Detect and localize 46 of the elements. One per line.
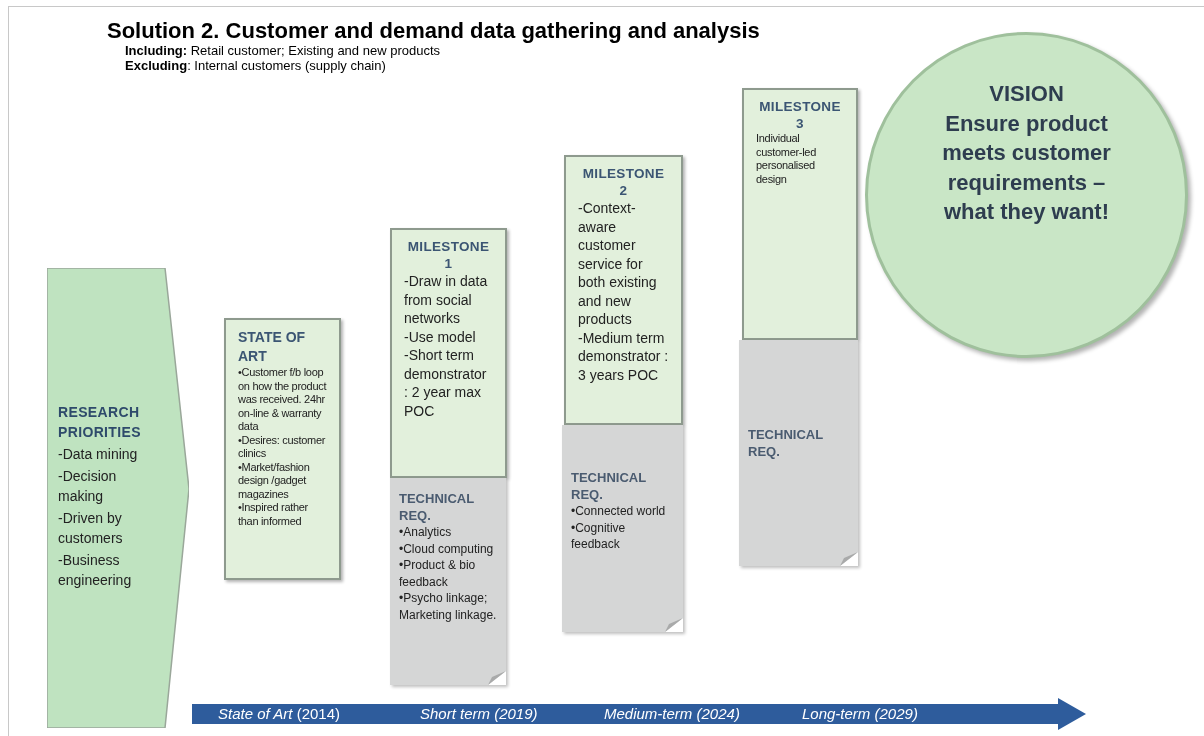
bullet-text: •Desires: customer clinics bbox=[238, 433, 327, 461]
bullet-text: -Context-aware customer service for both existing and new products bbox=[578, 199, 658, 329]
vision-text: Ensure product meets customer requirements – what they want! bbox=[941, 109, 1112, 226]
requirements-note bbox=[739, 340, 858, 566]
bullet-text: -Use model bbox=[404, 327, 477, 346]
timeline-label: Long-term (2029) bbox=[802, 705, 918, 723]
bullet-text: •Cognitive feedback bbox=[571, 519, 627, 553]
box-heading: STATE OF ART bbox=[238, 328, 307, 366]
bullet-text: -Business engineering bbox=[58, 551, 133, 590]
box-heading: TECHNICAL REQ. bbox=[748, 426, 824, 460]
bullet-text: •Psycho linkage; Marketing linkage. bbox=[399, 590, 497, 623]
bullet-text: -Medium term demonstrator : 3 years POC bbox=[578, 328, 669, 384]
box-heading: VISION bbox=[988, 80, 1065, 108]
bullet-text: Individual customer-led personalised design bbox=[756, 132, 817, 186]
note-text: Excluding: Internal customers (supply chain) bbox=[125, 58, 387, 73]
box-heading: TECHNICAL REQ. bbox=[399, 490, 475, 524]
milestone-box bbox=[742, 88, 858, 340]
bullet-text: -Draw in data from social networks bbox=[404, 272, 489, 328]
bullet-text: •Customer f/b loop on how the product was received. 24hr on-line & warranty data bbox=[238, 366, 327, 434]
requirements-note bbox=[562, 425, 683, 632]
box-heading: MILESTONE 3 bbox=[758, 98, 842, 132]
title: Solution 2. Customer and demand data gathering and analysis bbox=[107, 17, 760, 45]
milestone-box bbox=[564, 155, 683, 425]
timeline-label: State of Art (2014) bbox=[218, 705, 340, 723]
box-heading: RESEARCH PRIORITIES bbox=[58, 403, 142, 442]
bullet-text: •Product & bio feedback bbox=[399, 557, 477, 590]
bullet-text: •Market/fashion design /gadget magazines bbox=[238, 460, 311, 501]
milestone-box bbox=[224, 318, 341, 580]
bullet-text: •Inspired rather than informed bbox=[238, 501, 309, 528]
timeline-label: Short term (2019) bbox=[420, 705, 538, 723]
bullet-text: -Data mining bbox=[58, 445, 139, 464]
chevron-shape bbox=[47, 268, 189, 728]
bullet-text: •Analytics bbox=[399, 524, 453, 541]
milestone-box bbox=[390, 228, 507, 478]
bullet-text: -Short term demonstrator : 2 year max POC bbox=[404, 346, 488, 420]
timeline-label: Medium-term (2024) bbox=[604, 705, 740, 723]
box-heading: TECHNICAL REQ. bbox=[571, 469, 647, 503]
box-heading: MILESTONE 1 bbox=[406, 238, 491, 272]
timeline-arrow bbox=[192, 698, 1086, 730]
bullet-text: •Cloud computing bbox=[399, 540, 495, 557]
requirements-note bbox=[390, 478, 506, 685]
bullet-text: -Driven by customers bbox=[58, 509, 124, 548]
box-heading: MILESTONE 2 bbox=[581, 165, 666, 199]
bullet-text: -Decision making bbox=[58, 467, 118, 506]
bullet-text: •Connected world bbox=[571, 503, 667, 520]
note-text: Including: Retail customer; Existing and new products bbox=[125, 43, 440, 58]
